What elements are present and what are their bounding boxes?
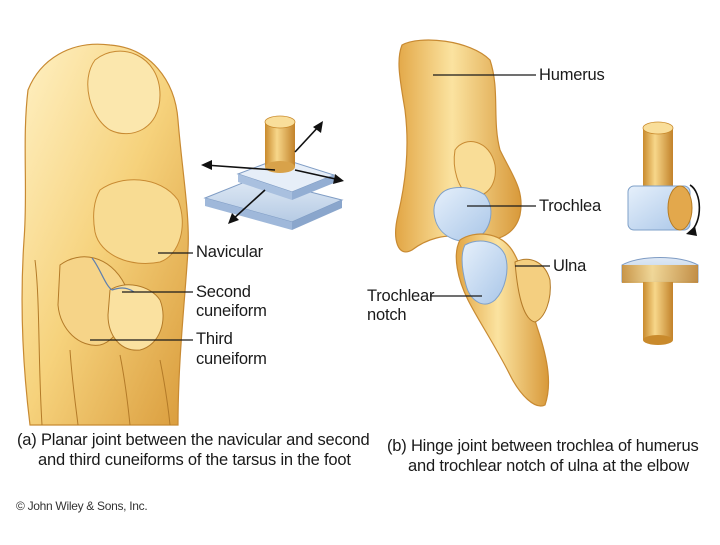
third-cuneiform-label-line1: Third (196, 330, 233, 348)
caption-b: (b) Hinge joint between trochlea of hume… (387, 436, 699, 476)
trochlear-notch-label-line2: notch (367, 306, 407, 324)
foot-bones-illustration (21, 43, 189, 426)
caption-a-line2: and third cuneiforms of the tarsus in th… (38, 451, 351, 469)
planar-joint-model (201, 115, 344, 230)
caption-b-line2: and trochlear notch of ulna at the elbow (408, 457, 689, 475)
third-cuneiform-label-line2: cuneiform (196, 350, 267, 368)
caption-a: (a) Planar joint between the navicular a… (17, 430, 370, 470)
hinge-joint-model (621, 121, 701, 345)
navicular-label: Navicular (196, 243, 263, 261)
second-cuneiform-label-line1: Second (196, 283, 251, 301)
ulna-label: Ulna (553, 257, 587, 275)
caption-b-line1: (b) Hinge joint between trochlea of hume… (387, 437, 699, 455)
elbow-bones-illustration (395, 39, 551, 407)
copyright-notice: © John Wiley & Sons, Inc. (16, 499, 148, 513)
second-cuneiform-label-line2: cuneiform (196, 302, 267, 320)
humerus-label: Humerus (539, 66, 605, 84)
caption-a-line1: (a) Planar joint between the navicular a… (17, 431, 370, 449)
trochlea-label: Trochlea (539, 197, 601, 215)
trochlear-notch-label-line1: Trochlear (367, 287, 435, 305)
